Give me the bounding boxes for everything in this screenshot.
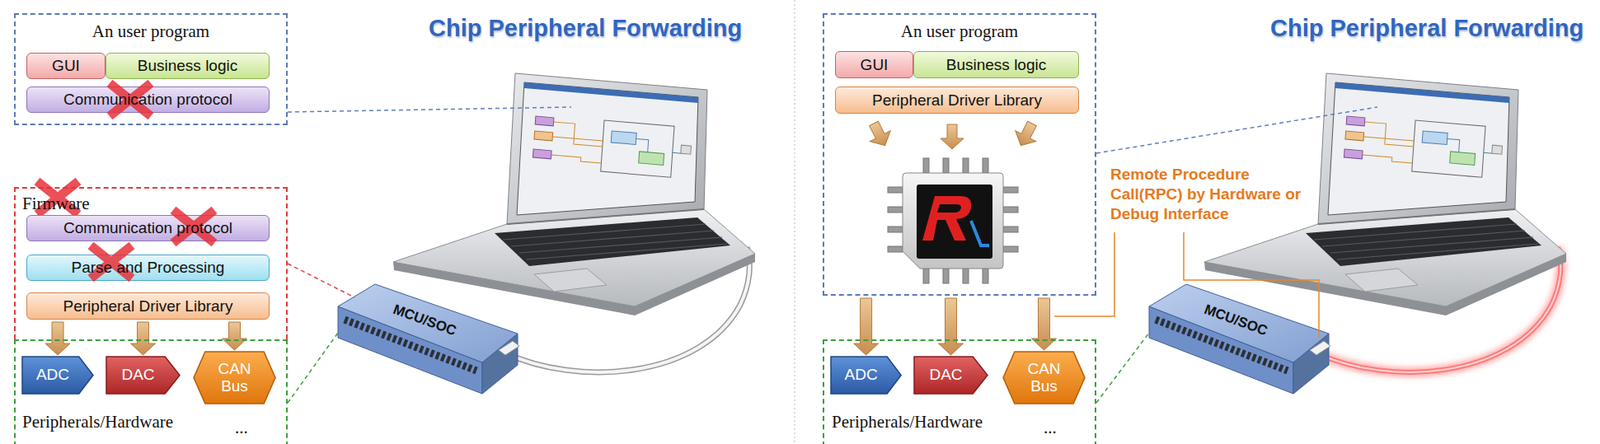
program-group: An user programGUI Business logicPeripher… (822, 13, 1097, 296)
leader-line (287, 333, 338, 404)
chip-pin (962, 158, 969, 174)
group-heading: An user program (15, 21, 287, 43)
node-text: ADC (36, 366, 70, 385)
node-text: Communication protocol (63, 219, 233, 238)
device (337, 284, 520, 395)
logic-box: Business logic (913, 51, 1080, 79)
hardware-group: Peripherals/Hardware... ADC DAC CAN Bus (14, 339, 288, 444)
chip-pin (943, 268, 949, 284)
block-arrow (45, 322, 71, 356)
adc-block-outline (22, 356, 94, 395)
dac-block: DAC (914, 356, 988, 395)
node-text: CAN Bus (212, 361, 258, 396)
can-block-outline (193, 351, 276, 404)
adc-block-outline (830, 356, 901, 395)
adc-block: ADC (22, 356, 94, 395)
chip-body (902, 173, 1004, 269)
chip-pin (887, 226, 903, 233)
logo-stroke (971, 220, 990, 246)
can-block: CAN Bus (193, 351, 276, 404)
node-text: GUI (860, 56, 889, 75)
logic-box: Business logic (105, 52, 270, 80)
chip-pin (982, 268, 989, 284)
protocol-box: Communication protocol (26, 86, 270, 113)
panel-title: Chip Peripheral Forwarding (1270, 14, 1584, 43)
panel-title: Chip Peripheral Forwarding (428, 14, 742, 43)
chip-pin (923, 268, 930, 284)
node-text: DAC (929, 366, 962, 385)
driver-box: Peripheral Driver Library (26, 292, 270, 320)
block-arrow (222, 322, 248, 351)
chip-pin (1003, 226, 1019, 233)
group-heading: ... (1043, 417, 1057, 439)
group-heading: An user program (824, 21, 1095, 43)
adc-block: ADC (830, 356, 901, 395)
dac-block: DAC (106, 356, 180, 395)
block-arrow (853, 298, 879, 356)
leader-line (287, 107, 572, 113)
chip-pin (923, 158, 930, 174)
node-text: GUI (51, 56, 80, 76)
node-text: Business logic (946, 56, 1047, 75)
rpc-leader (1054, 232, 1115, 317)
group-heading: Peripherals/Hardware (22, 412, 174, 433)
leader-line (1096, 107, 1378, 154)
chip-icon (887, 158, 1019, 284)
protocol-box: Communication protocol (26, 215, 270, 242)
chip-pin (887, 206, 903, 213)
node-text: DAC (121, 366, 155, 385)
dac-block-outline (914, 356, 988, 395)
chip-arrows (863, 118, 1043, 151)
block-arrow (1032, 298, 1057, 351)
dac-block-outline (106, 356, 180, 395)
firmware-group: FirmwareCommunication protocolParse and … (14, 187, 288, 340)
gui-box: GUI (835, 51, 914, 79)
group-heading: Peripherals/Hardware (831, 412, 983, 433)
node-text: Peripheral Driver Library (63, 297, 234, 316)
chip-pin (962, 268, 969, 284)
can-block-outline (1003, 351, 1085, 404)
chip-pins (887, 158, 1019, 284)
gui-box: GUI (26, 52, 106, 80)
chip-pin (1003, 206, 1019, 213)
chip-pin (887, 246, 903, 253)
block-arrow (938, 298, 964, 356)
node-text: CAN Bus (1022, 361, 1067, 396)
node-text: Peripheral Driver Library (872, 91, 1042, 110)
block-arrow (131, 322, 156, 356)
group-heading: ... (234, 417, 249, 439)
panel-separator (794, 0, 796, 444)
leader-line (287, 263, 355, 298)
chip-pin (1003, 187, 1019, 193)
rpc-note: Remote Procedure Call(RPC) by Hardware o… (1110, 164, 1317, 224)
node-text: Communication protocol (63, 90, 233, 109)
block-arrow (940, 124, 964, 150)
group-heading: Firmware (22, 193, 90, 215)
logo-letter-shape (922, 196, 972, 241)
device (1149, 284, 1331, 395)
node-text: Parse and Processing (71, 258, 226, 277)
program-group: An user programGUI Business logicCommunic… (14, 13, 288, 126)
chip-pin (1003, 246, 1019, 253)
parse-box: Parse and Processing (26, 254, 270, 282)
chip-pin (982, 158, 989, 174)
device-label: MCU/SOC (390, 301, 459, 340)
hardware-group: Peripherals/Hardware... ADC DAC CAN Bus (822, 339, 1097, 444)
block-arrow (1010, 118, 1043, 151)
chip-pin (943, 158, 949, 174)
driver-box: Peripheral Driver Library (835, 86, 1080, 114)
block-arrow (863, 118, 897, 151)
node-text: ADC (844, 366, 878, 385)
device-label: MCU/SOC (1201, 301, 1270, 340)
chip-core (916, 184, 993, 259)
leader-line (1096, 333, 1150, 404)
chip-pin (887, 187, 903, 193)
node-text: Business logic (137, 56, 238, 76)
can-block: CAN Bus (1003, 351, 1085, 404)
